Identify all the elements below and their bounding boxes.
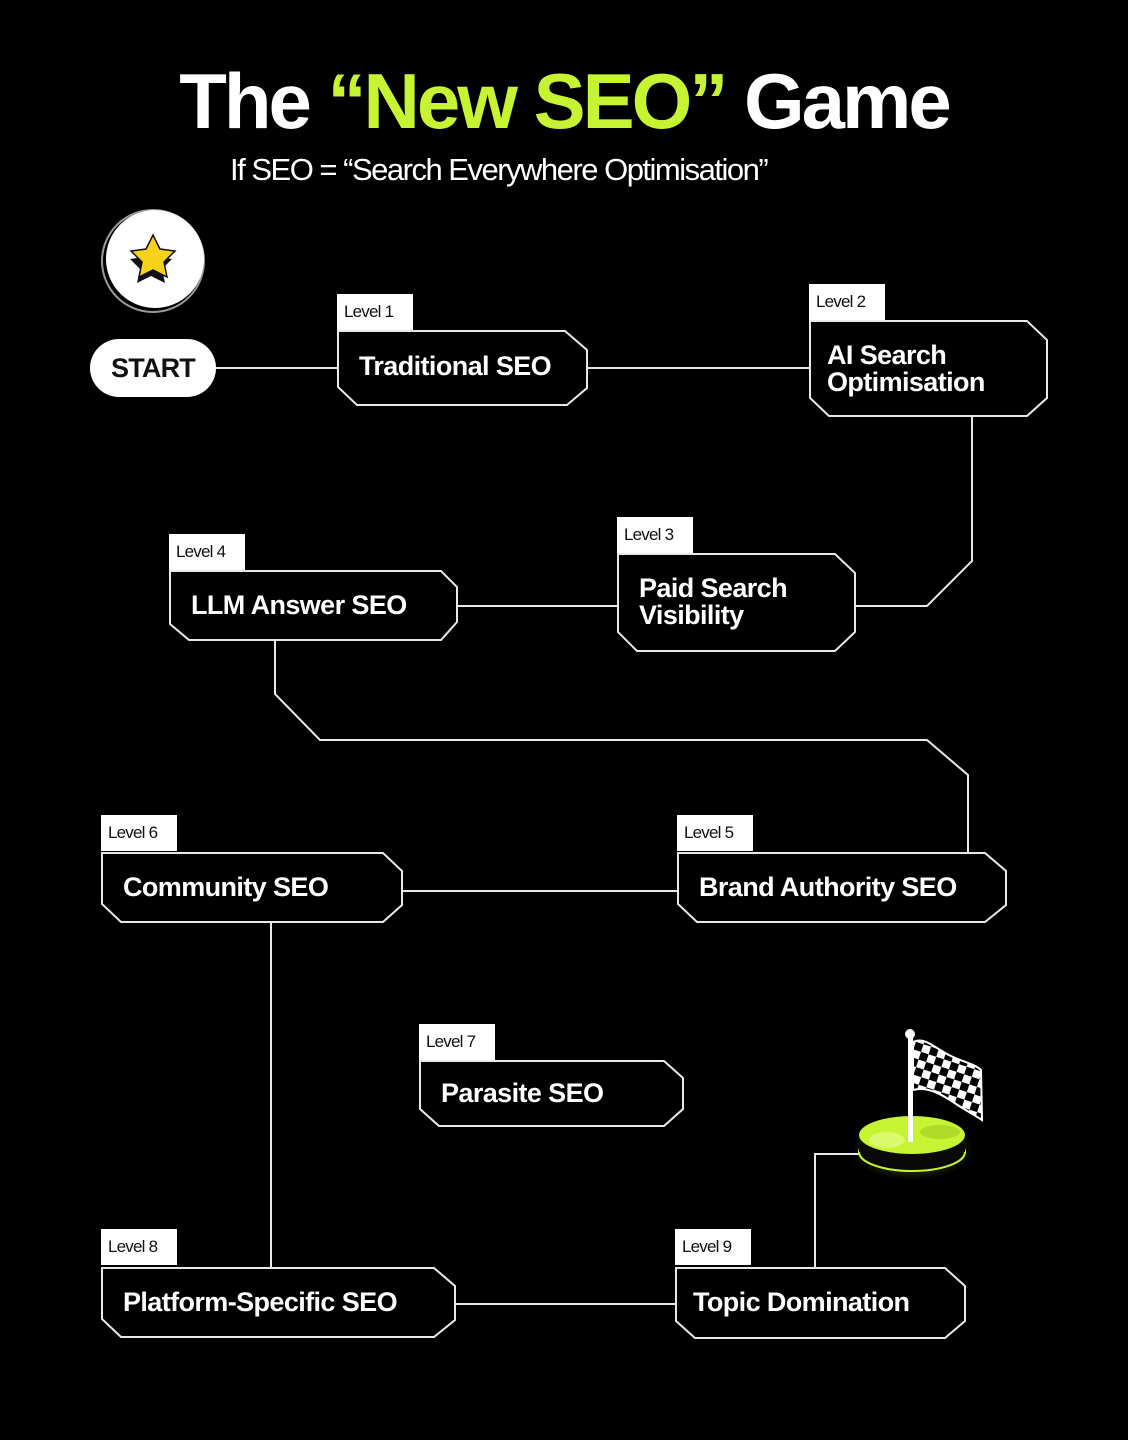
level-box-outline <box>419 1060 684 1127</box>
level-box-outline <box>101 1267 456 1338</box>
level-box-outline <box>809 320 1048 417</box>
level-name: Community SEO <box>123 872 329 902</box>
level-name: LLM Answer SEO <box>191 590 407 620</box>
level-tag: Level 9 <box>675 1229 751 1265</box>
title-prefix: The <box>179 57 328 145</box>
level-tag: Level 8 <box>101 1229 177 1265</box>
page-title: The “New SEO” Game <box>0 62 1128 140</box>
level-tag: Level 7 <box>419 1024 495 1060</box>
level-name: Platform-Specific SEO <box>123 1287 398 1317</box>
level-name: Topic Domination <box>693 1287 910 1317</box>
level-tag: Level 4 <box>169 534 245 570</box>
level-tag: Level 3 <box>617 517 693 553</box>
level-tag: Level 6 <box>101 815 177 851</box>
star-badge <box>99 208 209 323</box>
star-icon <box>101 209 205 313</box>
connector-level4-to-level5 <box>274 640 969 852</box>
checkered-flag-icon <box>850 1029 984 1180</box>
start-button[interactable]: START <box>90 339 216 397</box>
connector-level2-to-level3 <box>855 416 973 607</box>
subtitle: If SEO = “Search Everywhere Optimisation… <box>230 152 769 187</box>
level-tag: Level 2 <box>809 284 885 320</box>
title-accent: “New SEO” <box>327 57 729 145</box>
level-box-outline <box>675 1267 966 1339</box>
level-box-outline <box>169 570 458 641</box>
level-name: Brand Authority SEO <box>699 872 957 902</box>
title-suffix: Game <box>725 57 952 145</box>
finish-marker <box>850 1022 995 1192</box>
connector-level9-to-finish <box>814 1153 862 1267</box>
level-name: Parasite SEO <box>441 1078 604 1108</box>
level-box-outline <box>101 852 403 923</box>
level-box-outline <box>677 852 1007 923</box>
level-name: Traditional SEO <box>359 351 552 381</box>
level-box-outline <box>337 330 588 406</box>
level-box-outline <box>617 553 856 652</box>
level-tag: Level 1 <box>337 294 413 330</box>
level-tag: Level 5 <box>677 815 753 851</box>
